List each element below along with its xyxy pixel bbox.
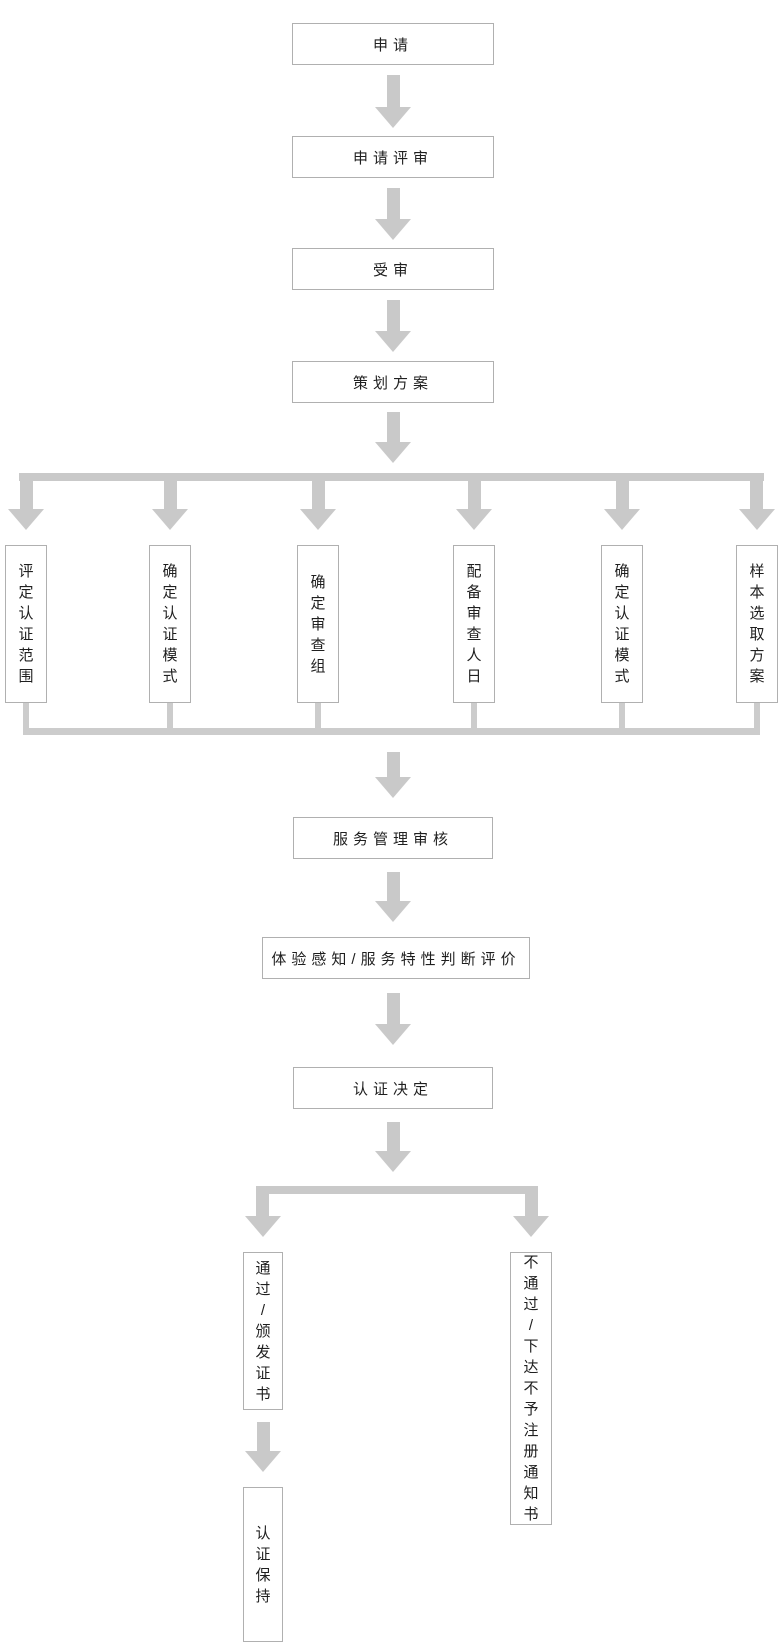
arrow-head	[375, 1024, 411, 1045]
arrow-head	[375, 331, 411, 352]
merge-connector-4	[471, 703, 477, 728]
decision-arrow-head-right	[513, 1216, 549, 1237]
arrow-stem	[256, 1422, 270, 1451]
node-application-review-label: 申请评审	[352, 149, 433, 167]
node-decision: 认证决定	[293, 1067, 493, 1109]
node-branch-audit-team: 确定审查组	[297, 545, 339, 703]
branch-arrow-head-3	[300, 509, 336, 530]
node-branch-audit-team-label: 确定审查组	[310, 573, 326, 675]
arrow-head	[375, 442, 411, 463]
merge-connector-1	[23, 703, 29, 728]
node-branch-mode-2: 确定认证模式	[601, 545, 643, 703]
branch-stem-4	[468, 481, 481, 509]
down-arrow-8	[375, 1122, 411, 1172]
node-branch-man-days: 配备审查人日	[453, 545, 495, 703]
node-planning-label: 策划方案	[352, 374, 433, 392]
node-application-review: 申请评审	[292, 136, 494, 178]
arrow-stem	[386, 752, 400, 777]
down-arrow-4	[375, 412, 411, 463]
node-branch-scope-label: 评定认证范围	[18, 563, 34, 685]
node-pass-label: 通过/颁发证书	[255, 1259, 271, 1403]
branch-arrow-head-6	[739, 509, 775, 530]
branch-arrow-head-2	[152, 509, 188, 530]
arrow-head	[375, 777, 411, 798]
node-service-audit: 服务管理审核	[293, 817, 493, 859]
branch-stem-3	[312, 481, 325, 509]
arrow-stem	[386, 1122, 400, 1151]
arrow-stem	[386, 412, 400, 442]
arrow-stem	[386, 300, 400, 331]
branch-stem-2	[164, 481, 177, 509]
merge-bar	[23, 728, 760, 735]
arrow-head	[375, 219, 411, 240]
node-apply-label: 申请	[372, 36, 413, 54]
arrow-stem	[386, 188, 400, 219]
branch-arrow-head-4	[456, 509, 492, 530]
merge-connector-5	[619, 703, 625, 728]
decision-stem-right	[525, 1194, 538, 1216]
node-branch-scope: 评定认证范围	[5, 545, 47, 703]
node-branch-man-days-label: 配备审查人日	[466, 563, 482, 685]
branch-split-bar	[19, 473, 764, 481]
branch-stem-1	[20, 481, 33, 509]
node-maintain-label: 认证保持	[255, 1524, 271, 1605]
arrow-head	[245, 1451, 281, 1472]
node-fail-label: 不通过/下达不予注册通知书	[523, 1254, 539, 1523]
branch-stem-6	[750, 481, 763, 509]
node-experience-eval-label: 体验感知/服务特性判断评价	[271, 950, 521, 968]
node-experience-eval: 体验感知/服务特性判断评价	[262, 937, 530, 979]
node-branch-sampling: 样本选取方案	[736, 545, 778, 703]
node-under-audit-label: 受审	[372, 261, 413, 279]
down-arrow-1	[375, 75, 411, 128]
arrow-stem	[386, 75, 400, 107]
decision-split-bar	[256, 1186, 538, 1194]
node-decision-label: 认证决定	[352, 1080, 433, 1098]
merge-connector-3	[315, 703, 321, 728]
down-arrow-5	[375, 752, 411, 798]
node-maintain: 认证保持	[243, 1487, 283, 1642]
node-service-audit-label: 服务管理审核	[332, 830, 453, 848]
branch-stem-5	[616, 481, 629, 509]
arrow-stem	[386, 993, 400, 1024]
arrow-head	[375, 107, 411, 128]
merge-connector-6	[754, 703, 760, 728]
decision-arrow-head-left	[245, 1216, 281, 1237]
down-arrow-6	[375, 872, 411, 922]
node-under-audit: 受审	[292, 248, 494, 290]
down-arrow-2	[375, 188, 411, 240]
down-arrow-7	[375, 993, 411, 1045]
node-planning: 策划方案	[292, 361, 494, 403]
branch-arrow-head-5	[604, 509, 640, 530]
node-branch-mode-1-label: 确定认证模式	[162, 563, 178, 685]
node-branch-mode-1: 确定认证模式	[149, 545, 191, 703]
arrow-stem	[386, 872, 400, 901]
node-apply: 申请	[292, 23, 494, 65]
node-branch-sampling-label: 样本选取方案	[749, 563, 765, 685]
arrow-head	[375, 1151, 411, 1172]
down-arrow-3	[375, 300, 411, 352]
decision-stem-left	[256, 1194, 269, 1216]
node-branch-mode-2-label: 确定认证模式	[614, 563, 630, 685]
branch-arrow-head-1	[8, 509, 44, 530]
down-arrow-9	[245, 1422, 281, 1472]
merge-connector-2	[167, 703, 173, 728]
arrow-head	[375, 901, 411, 922]
node-pass: 通过/颁发证书	[243, 1252, 283, 1410]
node-fail: 不通过/下达不予注册通知书	[510, 1252, 552, 1525]
